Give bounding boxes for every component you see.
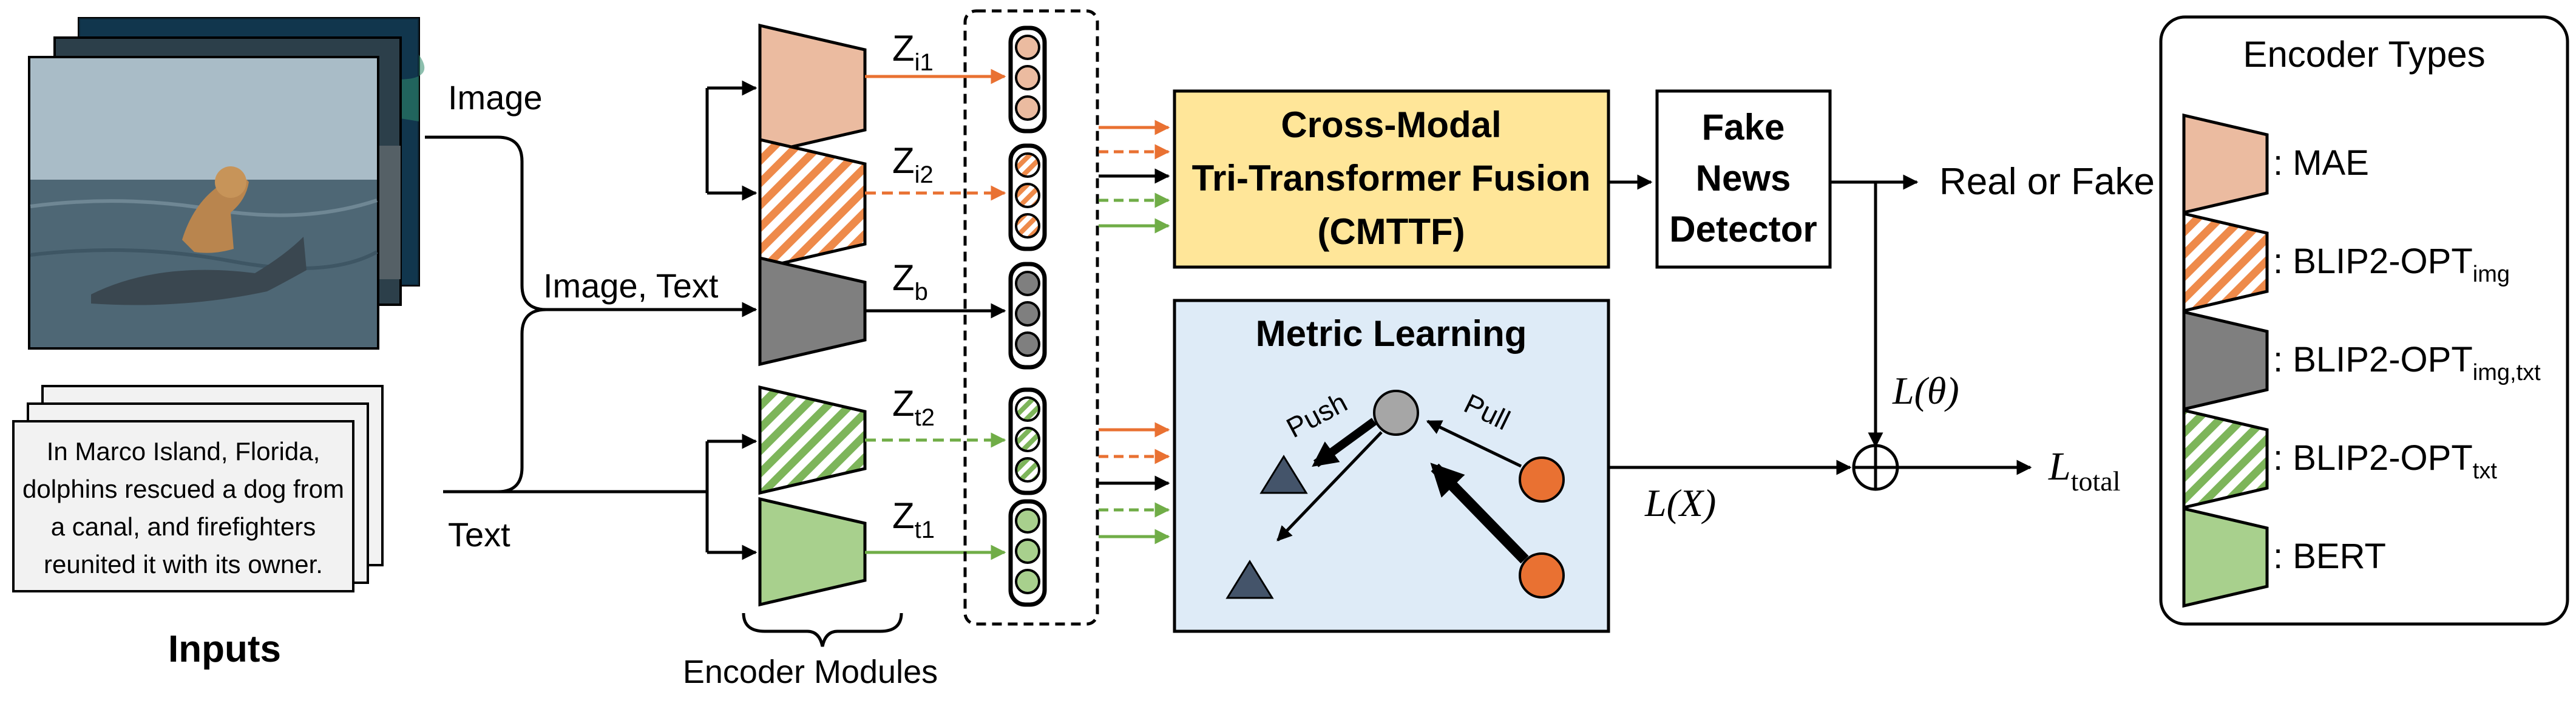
- text-input-stack: In Marco Island, Florida, dolphins rescu…: [12, 385, 384, 592]
- text-card-front: [12, 420, 354, 592]
- push-far-arrow: [1276, 431, 1383, 541]
- legend-swatch-bert: [2182, 506, 2269, 608]
- detector-label-line-1: Fake: [1702, 107, 1785, 148]
- input-routing: [425, 80, 758, 560]
- encoder-modules: [758, 23, 867, 607]
- token-columns: [1008, 25, 1047, 607]
- encoder-blip2-img: [758, 137, 867, 271]
- x-loss-label: L(X): [1644, 481, 1716, 524]
- metric-input-arrows: [1099, 422, 1170, 544]
- text-flow-label: Text: [448, 515, 510, 554]
- legend-swatch-blip2-txt: [2182, 408, 2269, 510]
- cmttf-title-line-1: Cross-Modal: [1281, 104, 1501, 145]
- token-column-b: [1008, 262, 1047, 370]
- input-text-line-4: reunited it with its owner.: [44, 550, 323, 578]
- legend-label-blip2-txt: : BLIP2-OPTtxt: [2273, 438, 2497, 484]
- cmttf-title-line-3: (CMTTF): [1317, 211, 1465, 252]
- encoder-blip2-img-txt: [758, 256, 867, 367]
- z-b-label: Zb: [892, 257, 928, 305]
- token-column-t2: [1008, 387, 1047, 495]
- encoder-brace: [742, 612, 903, 647]
- theta-loss-label: L(θ): [1892, 369, 1959, 412]
- z-t2-label: Zt2: [892, 383, 935, 431]
- detector-label-line-3: Detector: [1669, 209, 1817, 249]
- real-or-fake-label: Real or Fake: [1939, 161, 2155, 203]
- loss-sum-icon: [1852, 444, 1899, 491]
- encoder-blip2-txt: [758, 385, 867, 495]
- embedding-labels: Zi1 Zi2 Zb Zt2 Zt1: [892, 28, 935, 543]
- positive-circle-near: [1519, 456, 1565, 503]
- encoder-bert: [758, 497, 867, 607]
- z-i2-label: Zi2: [892, 140, 934, 188]
- dolphin-shape: [91, 237, 307, 305]
- legend-swatch-blip2-img-txt: [2182, 310, 2269, 412]
- detector-label-line-2: News: [1696, 158, 1791, 198]
- input-text-line-2: dolphins rescued a dog from: [22, 475, 344, 503]
- embedding-arrows: [865, 69, 1006, 560]
- token-column-i1: [1008, 25, 1047, 134]
- pull-arrow: [1426, 419, 1522, 468]
- legend-swatch-mae: [2182, 113, 2269, 215]
- token-column-t1: [1008, 499, 1047, 607]
- token-column-i2: [1008, 143, 1047, 251]
- image-input-stack: [28, 17, 425, 350]
- cmttf-input-arrows: [1099, 120, 1170, 234]
- embedding-dashed-container: [963, 9, 1099, 626]
- input-text-line-1: In Marco Island, Florida,: [47, 437, 320, 466]
- inputs-caption: Inputs: [168, 628, 281, 670]
- negative-triangle-far: [1225, 560, 1274, 599]
- z-t1-label: Zt1: [892, 495, 935, 543]
- image-main-line: [425, 135, 758, 317]
- encoder-mae: [758, 23, 867, 157]
- fake-news-detector-box: [1655, 89, 1832, 269]
- photo-sky: [30, 58, 377, 180]
- cmttf-title-line-2: Tri-Transformer Fusion: [1192, 158, 1591, 198]
- text-to-joint-line: [443, 308, 547, 494]
- legend-label-blip2-img-txt: : BLIP2-OPTimg,txt: [2273, 340, 2541, 385]
- encoder-modules-caption: Encoder Modules: [683, 654, 938, 690]
- legend-swatch-blip2-img: [2182, 211, 2269, 313]
- input-text-line-3: a canal, and firefighters: [51, 512, 316, 541]
- negative-triangle-near: [1259, 455, 1308, 494]
- image-flow-label: Image: [448, 78, 543, 117]
- anchor-circle: [1373, 390, 1419, 436]
- image-text-flow-label: Image, Text: [543, 266, 719, 305]
- legend-label-mae: : MAE: [2273, 143, 2369, 183]
- metric-learning-title: Metric Learning: [1256, 313, 1527, 354]
- legend-label-blip2-img: : BLIP2-OPTimg: [2273, 242, 2510, 287]
- total-loss-label: Ltotal: [2048, 444, 2120, 497]
- push-arrow: [1312, 418, 1377, 467]
- pull-far-arrow: [1430, 463, 1529, 564]
- z-i1-label: Zi1: [892, 28, 934, 76]
- positive-circle-far: [1519, 552, 1565, 599]
- legend-label-bert: : BERT: [2273, 537, 2386, 576]
- cmttf-box: [1173, 89, 1610, 269]
- legend-title: Encoder Types: [2243, 34, 2485, 75]
